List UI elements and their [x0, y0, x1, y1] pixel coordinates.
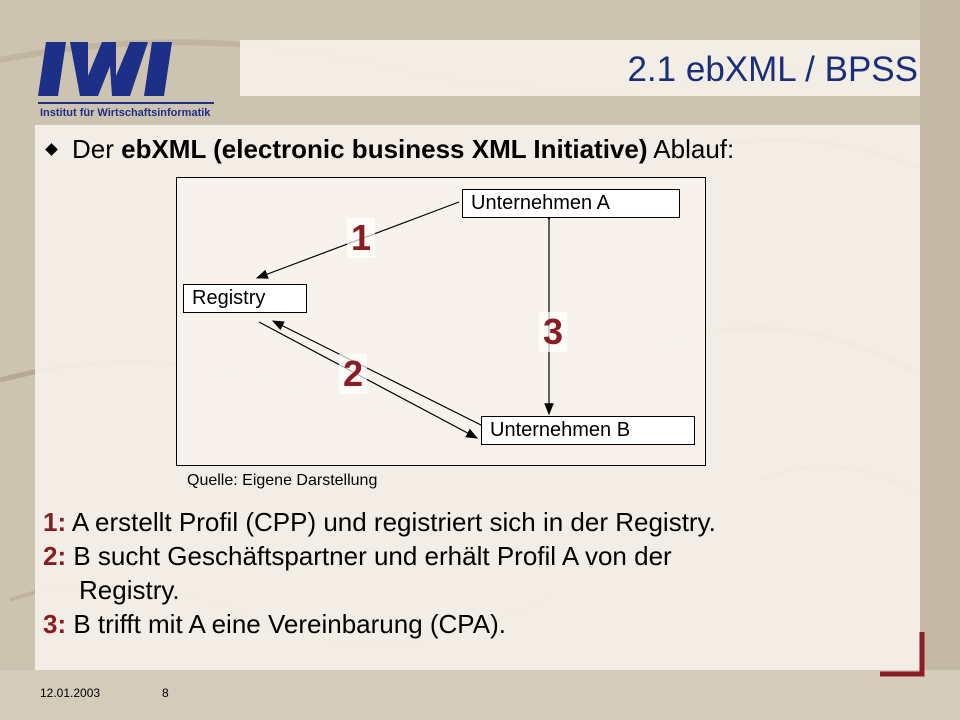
ebxml-diagram: Unternehmen A Registry Unternehmen B 1 2… — [176, 177, 706, 466]
intro-suffix: Ablauf: — [647, 134, 735, 164]
title-band — [240, 40, 920, 96]
footer-date: 12.01.2003 — [40, 686, 101, 700]
iwi-logo: Institut für Wirtschaftsinformatik — [38, 30, 218, 122]
intro-bullet: Der ebXML (electronic business XML Initi… — [45, 134, 735, 165]
steps-list: 1: A erstellt Profil (CPP) und registrie… — [43, 505, 903, 641]
intro-bold: ebXML (electronic business XML Initiativ… — [121, 134, 648, 164]
step-1-text: A erstellt Profil (CPP) und registriert … — [66, 507, 716, 537]
arrow-2-down — [258, 321, 479, 439]
step-3-number: 3 — [43, 609, 58, 639]
step-3: 3: B trifft mit A eine Vereinbarung (CPA… — [43, 607, 903, 641]
step-2: 2: B sucht Geschäftspartner und erhält P… — [43, 539, 903, 607]
step-2-number: 2 — [43, 541, 58, 571]
step-2-text: B sucht Geschäftspartner und erhält Prof… — [66, 541, 672, 571]
node-company-a: Unternehmen A — [462, 189, 680, 218]
step-2-sep: : — [57, 541, 67, 571]
step-2-continuation: Registry. — [79, 575, 180, 605]
step-label-1: 1 — [347, 218, 376, 258]
intro-prefix: Der — [72, 134, 122, 164]
step-1: 1: A erstellt Profil (CPP) und registrie… — [43, 505, 903, 539]
node-company-b: Unternehmen B — [481, 416, 695, 445]
corner-bracket-icon — [880, 632, 925, 677]
logo-subtitle: Institut für Wirtschaftsinformatik — [40, 107, 211, 119]
step-label-3: 3 — [539, 312, 568, 352]
step-1-sep: : — [57, 507, 67, 537]
footer-page-number: 8 — [162, 686, 169, 700]
slide-title: 2.1 ebXML / BPSS — [627, 50, 918, 89]
figure-source: Quelle: Eigene Darstellung — [187, 472, 378, 489]
arrow-2-up — [271, 320, 484, 427]
bullet-diamond-icon — [45, 143, 58, 156]
step-1-number: 1 — [43, 507, 58, 537]
step-3-sep: : — [57, 609, 67, 639]
step-3-text: B trifft mit A eine Vereinbarung (CPA). — [66, 609, 506, 639]
node-registry: Registry — [183, 284, 307, 313]
step-label-2: 2 — [339, 354, 368, 394]
